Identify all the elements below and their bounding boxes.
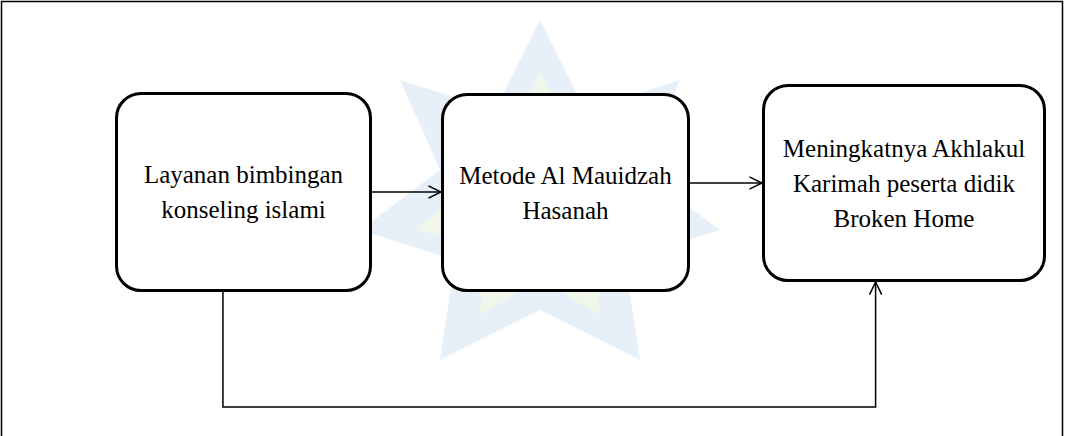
connector-line (372, 191, 441, 193)
arrow-head (870, 282, 882, 295)
connector-arrow (223, 282, 882, 407)
process-box: Layanan bimbingan konseling islami (115, 92, 372, 292)
process-box: Metode Al Mauidzah Hasanah (441, 93, 690, 292)
connector-arrow (372, 186, 441, 198)
connector-line (690, 182, 762, 184)
box-label: Metode Al Mauidzah Hasanah (458, 158, 673, 228)
box-label: Meningkatnya Akhlakul Karimah peserta di… (779, 131, 1029, 236)
box-label: Layanan bimbingan konseling islami (132, 157, 355, 227)
watermark-logo (360, 20, 720, 360)
connector-line (223, 282, 876, 407)
arrow-head (749, 177, 762, 189)
connector-arrow (690, 177, 762, 189)
process-box: Meningkatnya Akhlakul Karimah peserta di… (762, 84, 1046, 282)
arrow-head (428, 186, 441, 198)
